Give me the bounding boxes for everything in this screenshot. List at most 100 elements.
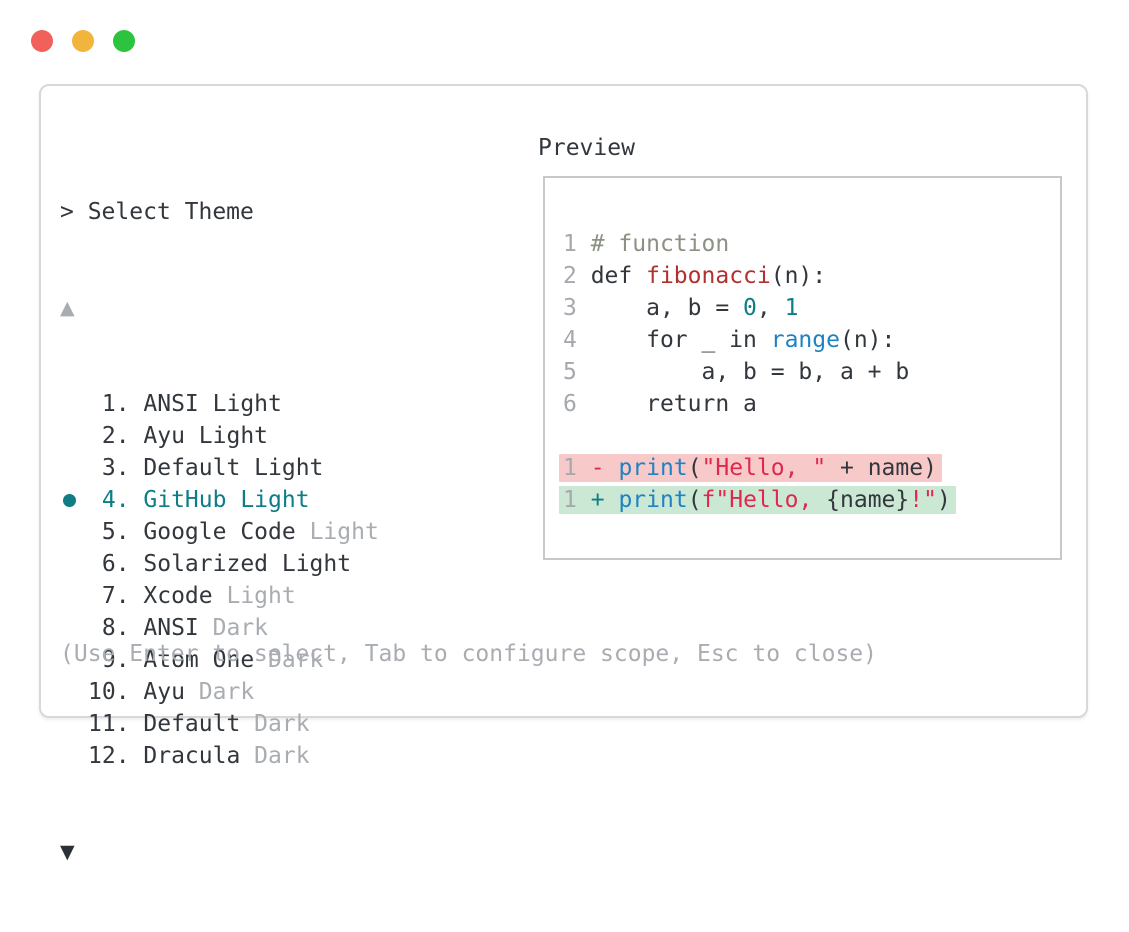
- theme-name-part: Dracula: [143, 743, 255, 769]
- code-token: [577, 231, 591, 257]
- code-line: 1 # function: [563, 228, 1060, 260]
- code-line: [563, 420, 1060, 452]
- minimize-button[interactable]: [72, 30, 94, 52]
- line-number: 1: [563, 455, 577, 481]
- theme-name-part: Ayu Light: [143, 423, 269, 449]
- theme-number: 9.: [88, 647, 144, 673]
- code-token: return a: [576, 391, 757, 417]
- scroll-down-icon[interactable]: ▼: [60, 841, 75, 863]
- code-token: ): [936, 487, 951, 513]
- theme-number: 1.: [88, 391, 144, 417]
- theme-name-part: Xcode: [143, 583, 227, 609]
- theme-name-part: Light: [226, 583, 296, 609]
- line-number: 1: [563, 231, 577, 257]
- code-token: (n):: [839, 327, 896, 353]
- code-token: {name}: [826, 487, 910, 513]
- preview-title: Preview: [538, 135, 635, 161]
- theme-list-item[interactable]: 6. Solarized Light: [60, 548, 379, 580]
- theme-number: 4.: [88, 487, 144, 513]
- theme-list-item[interactable]: 12. Dracula Dark: [60, 740, 379, 772]
- line-number: 1: [563, 487, 577, 513]
- code-token: # function: [590, 231, 730, 257]
- code-token: 1: [784, 295, 799, 321]
- traffic-lights: [31, 30, 135, 52]
- theme-list-item[interactable]: 10. Ayu Dark: [60, 676, 379, 708]
- code-token: def: [576, 263, 647, 289]
- theme-number: 6.: [88, 551, 144, 577]
- theme-list-item[interactable]: 11. Default Dark: [60, 708, 379, 740]
- code-token: -: [590, 455, 605, 481]
- prompt-line: > Select Theme: [60, 196, 379, 228]
- theme-list-item[interactable]: 9. Atom One Dark: [60, 644, 379, 676]
- code-token: a, b =: [576, 295, 744, 321]
- code-token: +: [590, 487, 605, 513]
- code-token: [577, 487, 591, 513]
- line-number: 4: [563, 327, 577, 353]
- theme-number: 7.: [88, 583, 144, 609]
- theme-name-part: Atom One: [143, 647, 269, 673]
- code-token: + name: [826, 455, 924, 481]
- theme-list-item[interactable]: 2. Ayu Light: [60, 420, 379, 452]
- code-token: [605, 455, 619, 481]
- code-token: (n):: [770, 263, 827, 289]
- code-token: range: [770, 327, 840, 353]
- theme-number: 10.: [88, 679, 144, 705]
- scroll-up-icon[interactable]: ▲: [60, 297, 75, 319]
- code-token: fibonacci: [646, 263, 771, 289]
- code-token: for _ in: [576, 327, 771, 353]
- code-line: 6 return a: [563, 388, 1060, 420]
- theme-list-item[interactable]: 3. Default Light: [60, 452, 379, 484]
- theme-name-part: Default: [143, 711, 255, 737]
- code-token: a, b = b, a + b: [576, 359, 910, 385]
- theme-list-item[interactable]: 7. Xcode Light: [60, 580, 379, 612]
- theme-name-part: Default Light: [143, 455, 324, 481]
- theme-list-item[interactable]: 5. Google Code Light: [60, 516, 379, 548]
- theme-list-column: > Select Theme ▲ 1. ANSI Light 2. Ayu Li…: [60, 132, 379, 932]
- code-token: ): [923, 455, 937, 481]
- code-line: 3 a, b = 0, 1: [563, 292, 1060, 324]
- code-token: ,: [756, 295, 785, 321]
- theme-list-item[interactable]: 4. GitHub Light: [60, 484, 379, 516]
- code-line: 1 + print(f"Hello, {name}!"): [559, 484, 1060, 516]
- theme-name-part: Dark: [198, 679, 255, 705]
- code-token: !": [909, 487, 937, 513]
- footer-hint: (Use Enter to select, Tab to configure s…: [60, 641, 877, 667]
- theme-name-part: Light: [309, 519, 379, 545]
- line-number: 6: [563, 391, 577, 417]
- zoom-button[interactable]: [113, 30, 135, 52]
- code-line: 5 a, b = b, a + b: [563, 356, 1060, 388]
- theme-picker-dialog: > Select Theme ▲ 1. ANSI Light 2. Ayu Li…: [39, 84, 1088, 863]
- theme-name-part: Dark: [254, 711, 310, 737]
- theme-number: 8.: [88, 615, 144, 641]
- theme-name-part: Google Code: [143, 519, 310, 545]
- theme-name-part: GitHub Light: [143, 487, 310, 513]
- theme-name-part: ANSI: [143, 615, 213, 641]
- theme-number: 12.: [88, 743, 144, 769]
- code-token: print: [618, 455, 688, 481]
- line-number: 5: [563, 359, 577, 385]
- code-token: 0: [743, 295, 757, 321]
- code-token: (: [687, 455, 702, 481]
- theme-name-part: ANSI Light: [143, 391, 282, 417]
- code-token: (: [687, 487, 702, 513]
- theme-number: 3.: [88, 455, 144, 481]
- theme-list-item[interactable]: 8. ANSI Dark: [60, 612, 379, 644]
- theme-list-item[interactable]: 1. ANSI Light: [60, 388, 379, 420]
- theme-name-part: Ayu: [143, 679, 199, 705]
- theme-number: 2.: [88, 423, 144, 449]
- code-line: 1 - print("Hello, " + name): [559, 452, 1060, 484]
- theme-name-part: Dark: [254, 743, 310, 769]
- theme-list: 1. ANSI Light 2. Ayu Light 3. Default Li…: [60, 388, 379, 772]
- line-number: 2: [563, 263, 577, 289]
- code-line: 4 for _ in range(n):: [563, 324, 1060, 356]
- theme-name-part: Dark: [268, 647, 324, 673]
- diff-removed-line: 1 - print("Hello, " + name): [559, 454, 942, 482]
- code-token: [577, 455, 591, 481]
- prompt-title: Select Theme: [87, 199, 254, 225]
- code-token: print: [618, 487, 688, 513]
- prompt-caret: >: [60, 199, 88, 225]
- close-button[interactable]: [31, 30, 53, 52]
- theme-number: 5.: [88, 519, 144, 545]
